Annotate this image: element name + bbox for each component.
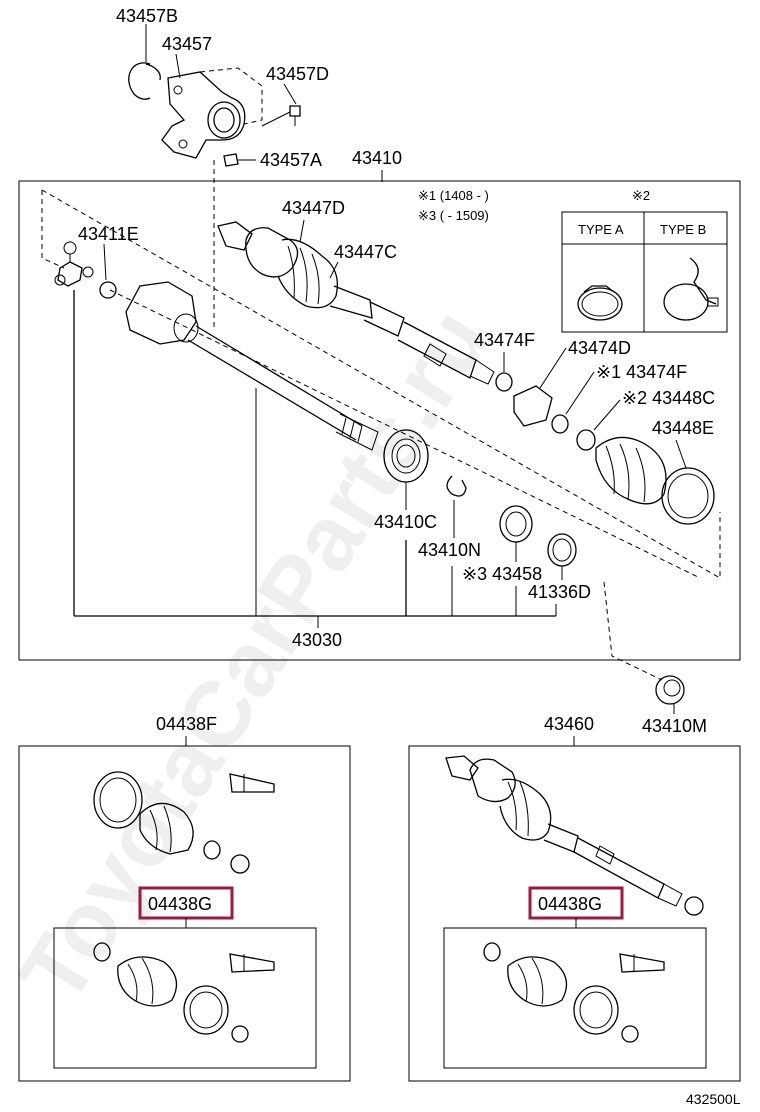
- assembly-43030-bracket: [73, 290, 557, 628]
- label-43458: ※3 43458: [462, 564, 542, 584]
- label-43460: 43460: [544, 714, 594, 734]
- clamp-43448c[interactable]: [576, 429, 596, 451]
- shaft-43460-parts: [445, 755, 704, 916]
- label-43448c: ※2 43448C: [622, 388, 715, 408]
- seal-41336d[interactable]: [547, 533, 577, 567]
- diagram-code: 432500L: [686, 1091, 741, 1107]
- label-41336d: 41336D: [528, 582, 591, 602]
- clamp-type-b-icon: [663, 283, 709, 321]
- label-04438g-left: 04438G: [148, 894, 212, 914]
- label-43474f-b: ※1 43474F: [596, 362, 687, 382]
- boot-inboard[interactable]: [507, 956, 568, 1007]
- type-table: TYPE A TYPE B: [561, 211, 728, 333]
- damper-43474d[interactable]: [513, 385, 553, 427]
- label-43447c: 43447C: [334, 242, 397, 262]
- outboard-joint-43447d[interactable]: [217, 221, 495, 385]
- label-43457b: 43457B: [116, 6, 178, 26]
- kit-43460-frame: [408, 745, 741, 1082]
- note-2-mark: ※2: [632, 188, 650, 203]
- bearing-bracket-43457[interactable]: [161, 71, 246, 159]
- label-43447d: 43447D: [282, 198, 345, 218]
- grease-tube-icon: [229, 953, 275, 973]
- label-43474f-a: 43474F: [474, 330, 535, 350]
- seal-43458[interactable]: [499, 505, 533, 543]
- label-43410m: 43410M: [642, 716, 707, 736]
- main-assembly-frame: [18, 180, 741, 661]
- boot-inboard[interactable]: [117, 956, 178, 1007]
- bolt-43457a[interactable]: [223, 153, 239, 167]
- label-43411e: 43411E: [78, 224, 139, 244]
- label-43457: 43457: [162, 34, 212, 54]
- boot-clip[interactable]: [621, 1025, 639, 1043]
- snap-ring-43410n[interactable]: [446, 475, 467, 497]
- bracket-assembly: [128, 24, 301, 330]
- kit-04438g-left-frame: [53, 927, 317, 1069]
- boot-clip[interactable]: [230, 854, 250, 874]
- grease-tube-icon: [229, 773, 275, 793]
- seal-43410m[interactable]: [655, 675, 685, 705]
- clamp-type-a-icon: [577, 287, 623, 321]
- label-04438f: 04438F: [156, 714, 217, 734]
- drive-shaft-43030[interactable]: [125, 281, 379, 451]
- kit-04438f-parts: [93, 771, 275, 874]
- boot-band-large[interactable]: [573, 985, 619, 1035]
- label-43410c: 43410C: [374, 512, 437, 532]
- label-43410: 43410: [352, 148, 402, 168]
- type-b-header: TYPE B: [660, 222, 706, 237]
- snap-ring-43411e[interactable]: [99, 281, 117, 299]
- label-43457a: 43457A: [260, 150, 322, 170]
- snap-ring-43457b[interactable]: [128, 62, 151, 100]
- kit-04438g-right-frame: [443, 927, 707, 1069]
- boot-band-large[interactable]: [93, 771, 143, 829]
- boot-band-small[interactable]: [483, 942, 501, 962]
- label-43030: 43030: [292, 630, 342, 650]
- label-04438g-right: 04438G: [538, 894, 602, 914]
- tripod-joint-43411e[interactable]: [54, 241, 94, 287]
- type-a-header: TYPE A: [578, 222, 624, 237]
- boot-43448e[interactable]: [595, 436, 715, 525]
- boot-band-small[interactable]: [203, 840, 221, 860]
- grease-tube-icon: [619, 953, 665, 973]
- note-3: ※3 ( - 1509): [418, 208, 489, 223]
- label-43410n: 43410N: [418, 540, 481, 560]
- ring-43474f-b[interactable]: [551, 414, 569, 434]
- kit-04438g-left-parts: [93, 942, 275, 1043]
- label-43457d: 43457D: [266, 64, 329, 84]
- note-1: ※1 (1408 - ): [418, 188, 489, 203]
- kit-04438f-frame: [18, 745, 351, 1082]
- boot-band-large[interactable]: [183, 985, 229, 1035]
- boot-outboard[interactable]: [139, 802, 194, 855]
- ring-43474f-a[interactable]: [495, 372, 513, 392]
- boot-band-small[interactable]: [93, 942, 111, 962]
- boot-clip[interactable]: [231, 1025, 249, 1043]
- watermark: ToyotaCarParts.ru: [0, 292, 508, 1021]
- label-43448e: 43448E: [652, 418, 714, 438]
- circlip[interactable]: [684, 896, 704, 916]
- label-43474d: 43474D: [568, 338, 631, 358]
- kit-04438g-right-parts: [483, 942, 665, 1043]
- bolt-43457d[interactable]: [289, 105, 301, 117]
